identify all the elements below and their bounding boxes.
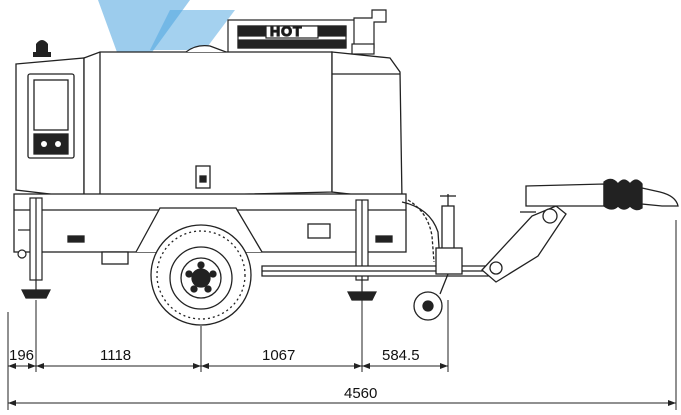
dimension-arrows <box>8 363 676 406</box>
wheel-assembly <box>135 207 263 326</box>
dimension-196: 196 <box>9 347 34 364</box>
dimension-lines <box>7 220 677 410</box>
right-support-jack <box>347 199 377 301</box>
tow-hitch-arm <box>481 178 679 283</box>
drawbar-frame <box>261 194 489 321</box>
dimension-584-5: 584.5 <box>382 347 420 364</box>
dimension-label-bg <box>9 344 35 362</box>
machine-body <box>13 44 407 265</box>
dimension-total-4560: 4560 <box>344 385 377 402</box>
hot-warning-label: HOT <box>270 23 303 39</box>
exhaust-assembly: HOT <box>227 9 387 55</box>
dimension-1067: 1067 <box>262 347 295 364</box>
beacon-light <box>33 40 51 57</box>
dimension-1118: 1118 <box>100 347 131 364</box>
left-support-jack <box>17 197 51 299</box>
